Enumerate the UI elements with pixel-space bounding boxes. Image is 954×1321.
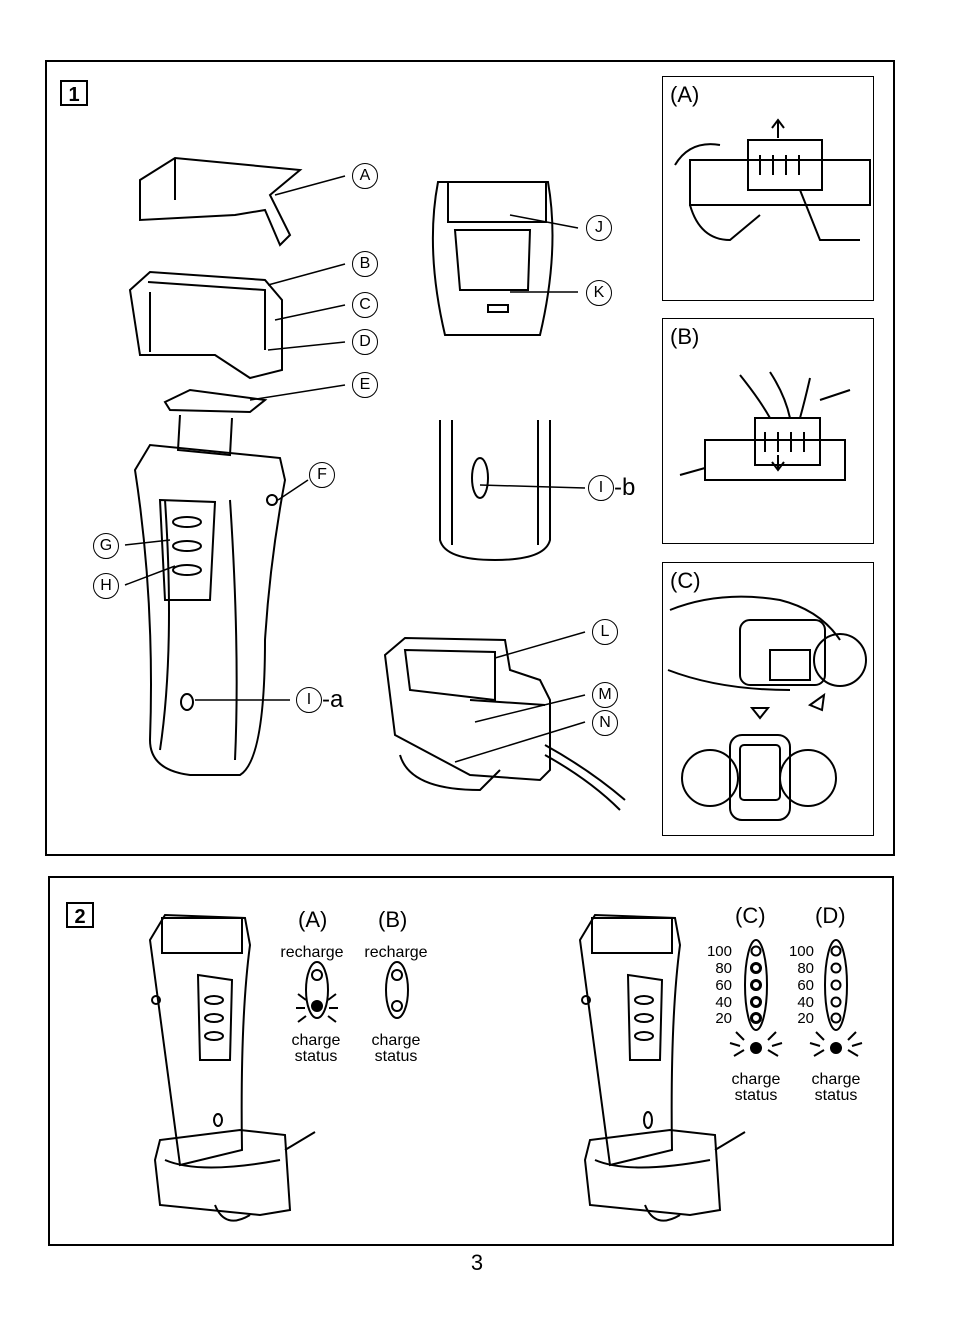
callout-g: G [93,533,119,559]
indicator-c [729,939,783,1057]
callout-m: M [592,682,618,708]
indicator-c-charge-label: charge [731,1071,781,1088]
callout-c: C [352,292,378,318]
indicator-a-recharge-label: recharge [280,944,344,961]
figure-2-panel [48,876,894,1246]
callout-d: D [352,329,378,355]
callout-f: F [309,462,335,488]
callout-l: L [592,619,618,645]
inset-c-drawing [667,595,867,821]
shaver-in-stand-right [578,913,746,1222]
page-number: 3 [470,1250,484,1275]
indicator-a-title: (A) [298,907,328,932]
inset-c-frame [662,562,874,836]
figure-2-number: 2 [66,902,94,928]
callout-j: J [586,215,612,241]
indicator-d-title: (D) [815,903,846,928]
callout-i-a-suffix: -a [322,686,344,713]
callout-h: H [93,573,119,599]
inset-c-label: (C) [670,568,701,593]
indicator-c-title: (C) [735,903,766,928]
inset-a-label: (A) [670,82,700,107]
indicator-b-recharge-label: recharge [364,944,428,961]
indicator-c-level-80: 80 [715,960,732,977]
indicator-d-status-label: status [814,1087,858,1104]
indicator-d-level-60: 60 [797,977,814,994]
inset-b-frame [662,318,874,544]
callout-b: B [352,251,378,277]
indicator-d [809,939,863,1057]
callout-i-a: I [296,687,322,713]
outer-foil-cover [139,156,303,247]
charging-stand [383,636,551,782]
inset-a-frame [662,76,874,301]
indicator-d-level-80: 80 [797,960,814,977]
indicator-d-charge-label: charge [811,1071,861,1088]
callout-a: A [352,163,378,189]
indicator-a-charge-label: charge [291,1032,341,1049]
indicator-c-level-60: 60 [715,977,732,994]
shaver-back-top [431,181,554,336]
shaver-body [133,443,287,776]
indicator-c-status-label: status [734,1087,778,1104]
callout-e: E [352,372,378,398]
callout-i-b: I [588,475,614,501]
indicator-a [296,961,338,1023]
indicator-b [385,961,409,1019]
indicator-b-title: (B) [378,907,408,932]
indicator-c-level-20: 20 [715,1010,732,1027]
indicator-d-level-40: 40 [797,994,814,1011]
inner-blades [163,388,268,414]
callout-n: N [592,710,618,736]
figure-1-panel [45,60,895,856]
indicator-b-charge-label: charge [371,1032,421,1049]
indicator-a-status-label: status [294,1048,338,1065]
inset-b-label: (B) [670,324,700,349]
callout-k: K [586,280,612,306]
callout-i-b-suffix: -b [614,474,636,501]
indicator-c-level-100: 100 [706,943,732,960]
figure-1-number: 1 [60,80,88,106]
indicator-c-level-40: 40 [715,994,732,1011]
foil-frame [128,270,283,380]
inset-b-drawing [679,371,851,481]
shaver-in-stand-left [148,913,316,1222]
indicator-d-level-100: 100 [788,943,814,960]
inset-a-drawing [674,118,871,242]
indicator-b-status-label: status [374,1048,418,1065]
indicator-d-level-20: 20 [797,1010,814,1027]
shaver-back-bottom [439,420,551,562]
